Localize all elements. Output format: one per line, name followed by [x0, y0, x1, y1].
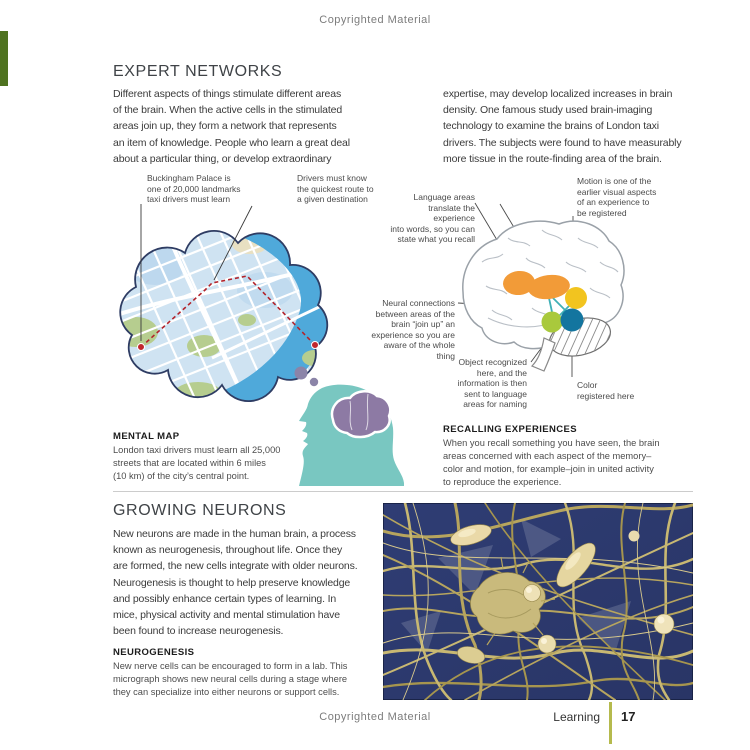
expert-networks-col2: expertise, may develop localized increas… — [443, 88, 682, 165]
brain-fold-lines — [349, 393, 369, 431]
label-color-registered: Color registered here — [577, 380, 635, 401]
thought-bubble-dot — [294, 366, 308, 380]
label-language-areas: Language areas translate the experience … — [390, 192, 475, 245]
thought-bubble-dot — [309, 377, 319, 387]
neuron-micrograph — [383, 503, 693, 700]
footer-divider-bar — [609, 702, 612, 744]
copyright-top: Copyrighted Material — [319, 14, 431, 26]
copyright-bottom: Copyrighted Material — [319, 711, 431, 723]
brainstem — [530, 337, 556, 372]
language-area-blob — [528, 274, 570, 300]
neurogenesis-caption-title: NEUROGENESIS — [113, 647, 195, 658]
label-buckingham: Buckingham Palace is one of 20,000 landm… — [147, 173, 241, 205]
object-area-blob — [541, 311, 563, 333]
section-divider — [113, 491, 693, 492]
footer-page-number: 17 — [621, 709, 636, 724]
label-neural-connections: Neural connections between areas of the … — [371, 298, 455, 361]
neurogenesis-caption-body: New nerve cells can be encouraged to for… — [113, 661, 348, 697]
thought-cloud-outline — [119, 230, 329, 402]
expert-networks-heading: EXPERT NETWORKS — [113, 63, 283, 80]
recalling-caption-body: When you recall something you have seen,… — [443, 438, 660, 487]
mental-map-caption-title: MENTAL MAP — [113, 431, 180, 442]
brain-in-head — [330, 390, 392, 439]
growing-neurons-body: New neurons are made in the human brain,… — [113, 528, 358, 638]
label-motion: Motion is one of the earlier visual aspe… — [577, 176, 657, 218]
label-drivers: Drivers must know the quickest route to … — [297, 173, 374, 205]
route-start-dot — [137, 343, 145, 351]
brain-diagram — [457, 202, 625, 377]
taxi-route — [140, 275, 316, 348]
growing-neurons-heading: GROWING NEURONS — [113, 502, 287, 519]
language-area-blob — [503, 270, 535, 296]
footer-section-label: Learning — [553, 710, 600, 724]
recalling-caption-title: RECALLING EXPERIENCES — [443, 424, 578, 435]
page-edge-mark — [0, 31, 8, 86]
neuron-cell-bodies — [450, 524, 675, 664]
mental-map-caption-body: London taxi drivers must learn all 25,00… — [113, 445, 281, 481]
label-object-recognized: Object recognized here, and the informat… — [457, 357, 527, 410]
route-end-dot — [311, 341, 319, 349]
color-area-blob — [560, 308, 584, 332]
mental-map-illustration — [119, 204, 404, 486]
drivers-leader-line — [213, 205, 253, 281]
expert-networks-col1: Different aspects of things stimulate di… — [113, 88, 350, 165]
motion-area-blob — [565, 287, 587, 309]
